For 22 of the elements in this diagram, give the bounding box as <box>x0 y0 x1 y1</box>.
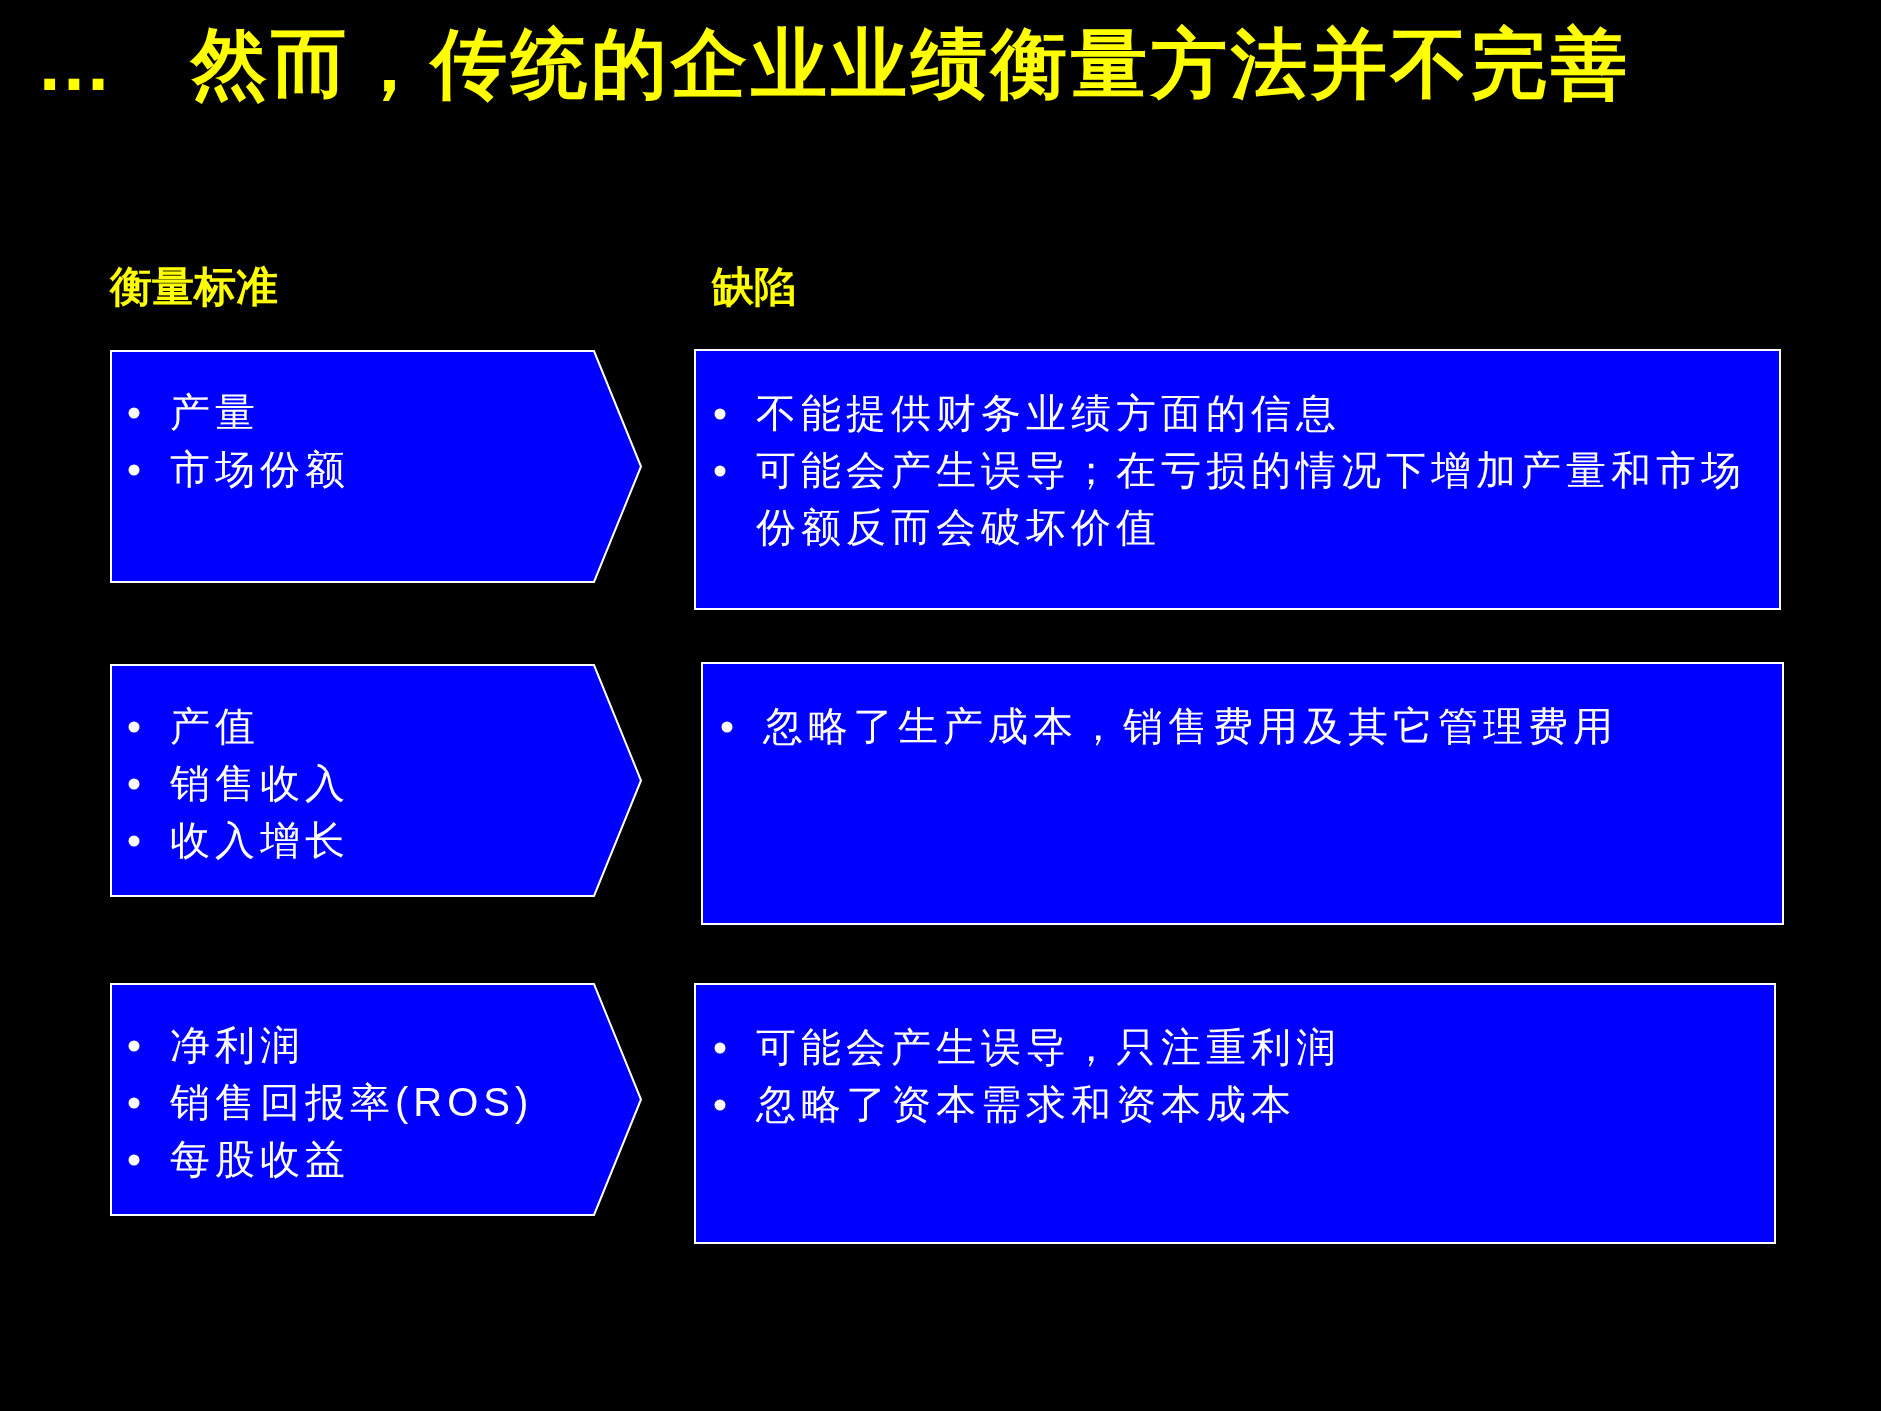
bullet-text: 净利润 <box>170 1022 305 1069</box>
column-heading: 衡量标准 <box>110 262 278 312</box>
slide-title: … 然而，传统的企业业绩衡量方法并不完善 <box>36 20 1632 108</box>
bullet-text: 销售收入 <box>170 760 350 807</box>
bullet-text: 忽略了生产成本，销售费用及其它管理费用 <box>763 703 1618 750</box>
bullet-text: 市场份额 <box>170 446 350 493</box>
bullet-text: 不能提供财务业绩方面的信息 <box>756 390 1341 437</box>
chevron-box <box>110 664 642 897</box>
chevron-box <box>110 350 642 583</box>
chevron-box <box>110 983 642 1216</box>
bullet-text: 可能会产生误导；在亏损的情况下增加产量和市场份额反而会破坏价值 <box>756 447 1747 551</box>
bullet-text: 产值 <box>170 703 260 750</box>
column-heading: 缺陷 <box>712 262 796 312</box>
bullet-text: 可能会产生误导，只注重利润 <box>756 1024 1341 1071</box>
bullet-text: 忽略了资本需求和资本成本 <box>756 1081 1296 1128</box>
text-box <box>694 983 1776 1244</box>
text-box <box>694 349 1781 610</box>
bullet-text: 每股收益 <box>170 1136 350 1183</box>
bullet-text: 收入增长 <box>170 817 350 864</box>
bullet-text: 产量 <box>170 389 260 436</box>
text-box <box>701 662 1784 925</box>
bullet-text: 销售回报率(ROS) <box>170 1079 534 1126</box>
